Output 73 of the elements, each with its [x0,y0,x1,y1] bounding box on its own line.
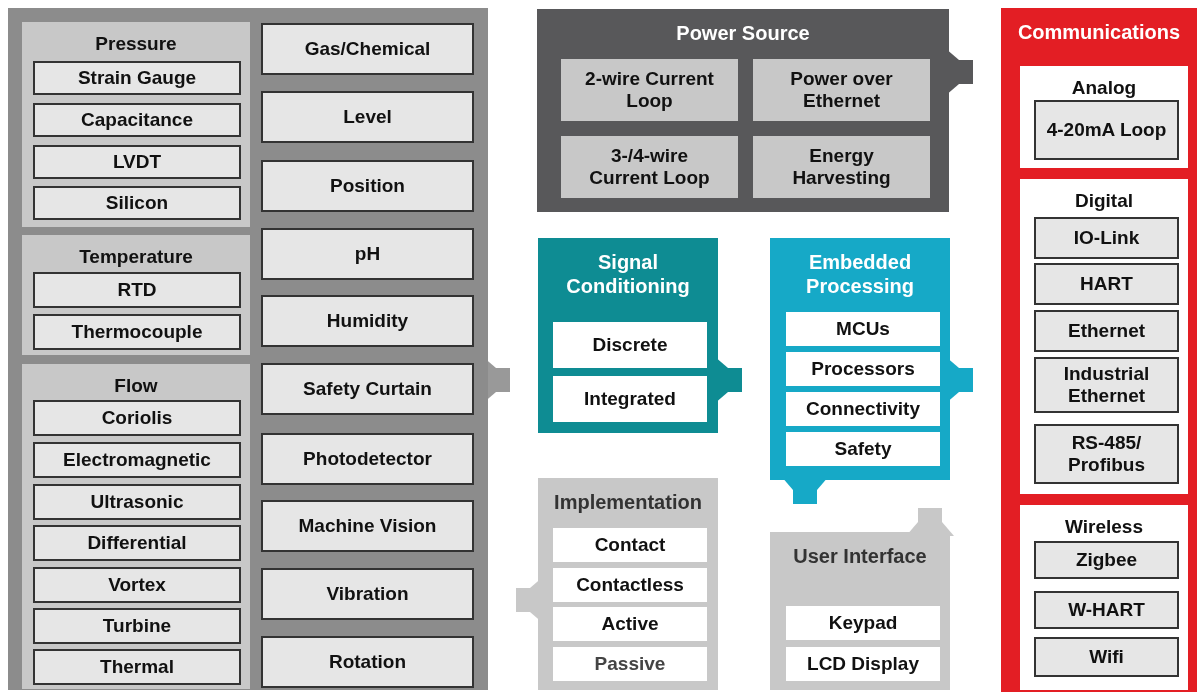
item-tile: Capacitance [33,103,241,137]
processing-panel [770,238,950,480]
item-tile: Rotation [261,636,474,688]
item-tile: IO-Link [1034,217,1179,259]
item-tile: Discrete [553,322,707,368]
item-tile: MCUs [786,312,940,346]
signal-panel [538,238,718,433]
implementation-panel [538,478,718,690]
item-tile: W-HART [1034,591,1179,629]
item-tile: Position [261,160,474,212]
item-tile: Processors [786,352,940,386]
group-panel [1020,179,1188,494]
item-tile: Zigbee [1034,541,1179,579]
group-title: User Interface [792,544,928,568]
group-title: Digital [1073,189,1135,213]
item-tile: Keypad [786,606,940,640]
item-tile: Contact [553,528,707,562]
item-tile: Silicon [33,186,241,220]
item-tile: 4-20mA Loop [1034,100,1179,160]
item-tile: 3-/4-wire Current Loop [561,136,738,198]
group-title: Embedded Processing [805,250,915,298]
item-tile: Coriolis [33,400,241,436]
communications-panel [1001,8,1197,692]
item-tile: Gas/Chemical [261,23,474,75]
group-panel [22,364,250,689]
item-tile: Differential [33,525,241,561]
group-title: Signal Conditioning [565,250,691,298]
item-tile: Strain Gauge [33,61,241,95]
item-tile: RTD [33,272,241,308]
item-tile: Integrated [553,376,707,422]
item-tile: HART [1034,263,1179,305]
user-interface-panel [770,532,950,690]
item-tile: LVDT [33,145,241,179]
sensor-panel [8,8,488,690]
item-tile: Level [261,91,474,143]
group-title: Communications [1016,20,1182,44]
group-panel [22,22,250,227]
group-panel [1020,66,1188,168]
group-title: Power Source [675,21,811,45]
group-title: Temperature [78,245,194,269]
item-tile: pH [261,228,474,280]
item-tile: LCD Display [786,647,940,681]
item-tile: Turbine [33,608,241,644]
group-panel [1020,505,1188,690]
item-tile: Machine Vision [261,500,474,552]
item-tile: Industrial Ethernet [1034,357,1179,413]
item-tile: Energy Harvesting [753,136,930,198]
item-tile: 2-wire Current Loop [561,59,738,121]
power-panel [537,9,949,212]
group-panel [22,235,250,355]
item-tile: Vortex [33,567,241,603]
item-tile: Connectivity [786,392,940,426]
item-tile: Active [553,607,707,641]
item-tile: Wifi [1034,637,1179,677]
item-tile: Ethernet [1034,310,1179,352]
group-title: Pressure [94,32,178,56]
item-tile: Vibration [261,568,474,620]
item-tile: Photodetector [261,433,474,485]
item-tile: Thermocouple [33,314,241,350]
item-tile: RS-485/ Profibus [1034,424,1179,484]
group-title: Analog [1070,76,1138,100]
group-title: Implementation [553,490,703,514]
group-title: Flow [113,374,159,398]
item-tile: Safety [786,432,940,466]
item-tile: Passive [553,647,707,681]
item-tile: Ultrasonic [33,484,241,520]
item-tile: Electromagnetic [33,442,241,478]
item-tile: Power over Ethernet [753,59,930,121]
item-tile: Contactless [553,568,707,602]
item-tile: Safety Curtain [261,363,474,415]
group-title: Wireless [1064,515,1144,539]
item-tile: Thermal [33,649,241,685]
item-tile: Humidity [261,295,474,347]
